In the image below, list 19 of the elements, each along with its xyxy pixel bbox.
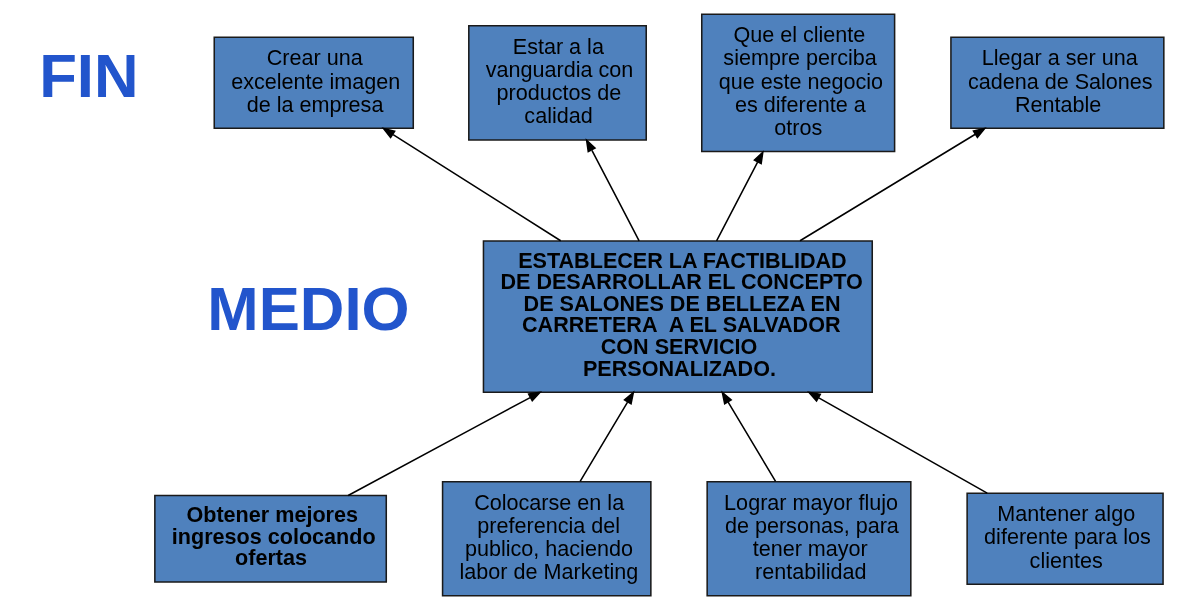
node-box: Mantener algo diferente para los clientes	[965, 492, 1164, 585]
node-box: Obtener mejores ingresos colocando ofertas	[153, 494, 387, 583]
arrow	[578, 390, 635, 483]
arrow	[720, 390, 776, 483]
node-box: Estar a la vanguardia con productos de calidad	[467, 25, 647, 141]
node-box: ESTABLECER LA FACTIBLIDAD DE DESARROLLAR EL CONCEPTO DE SALONES DE BELLEZA EN CARRETERA A EL SALVADOR CON SERVICIO PERSONALIZADO.	[482, 240, 873, 393]
arrow	[798, 127, 987, 242]
arrow	[585, 138, 640, 242]
arrow	[806, 391, 988, 494]
node-box: Crear una excelente imagen de la empresa	[213, 36, 414, 130]
node-box: Colocarse en la preferencia del publico, haciendo labor de Marketing	[441, 480, 652, 597]
arrow	[715, 150, 764, 242]
arrow	[381, 127, 561, 242]
label: MEDIO	[206, 274, 410, 344]
arrow	[346, 391, 542, 497]
label: FIN	[38, 40, 139, 110]
node-box: Que el cliente siempre perciba que este negocio es diferente a otros	[700, 13, 895, 153]
node-box: Lograr mayor flujo de personas, para tener mayor rentabilidad	[705, 480, 912, 597]
node-box: Llegar a ser una cadena de Salones Rentable	[949, 36, 1165, 130]
